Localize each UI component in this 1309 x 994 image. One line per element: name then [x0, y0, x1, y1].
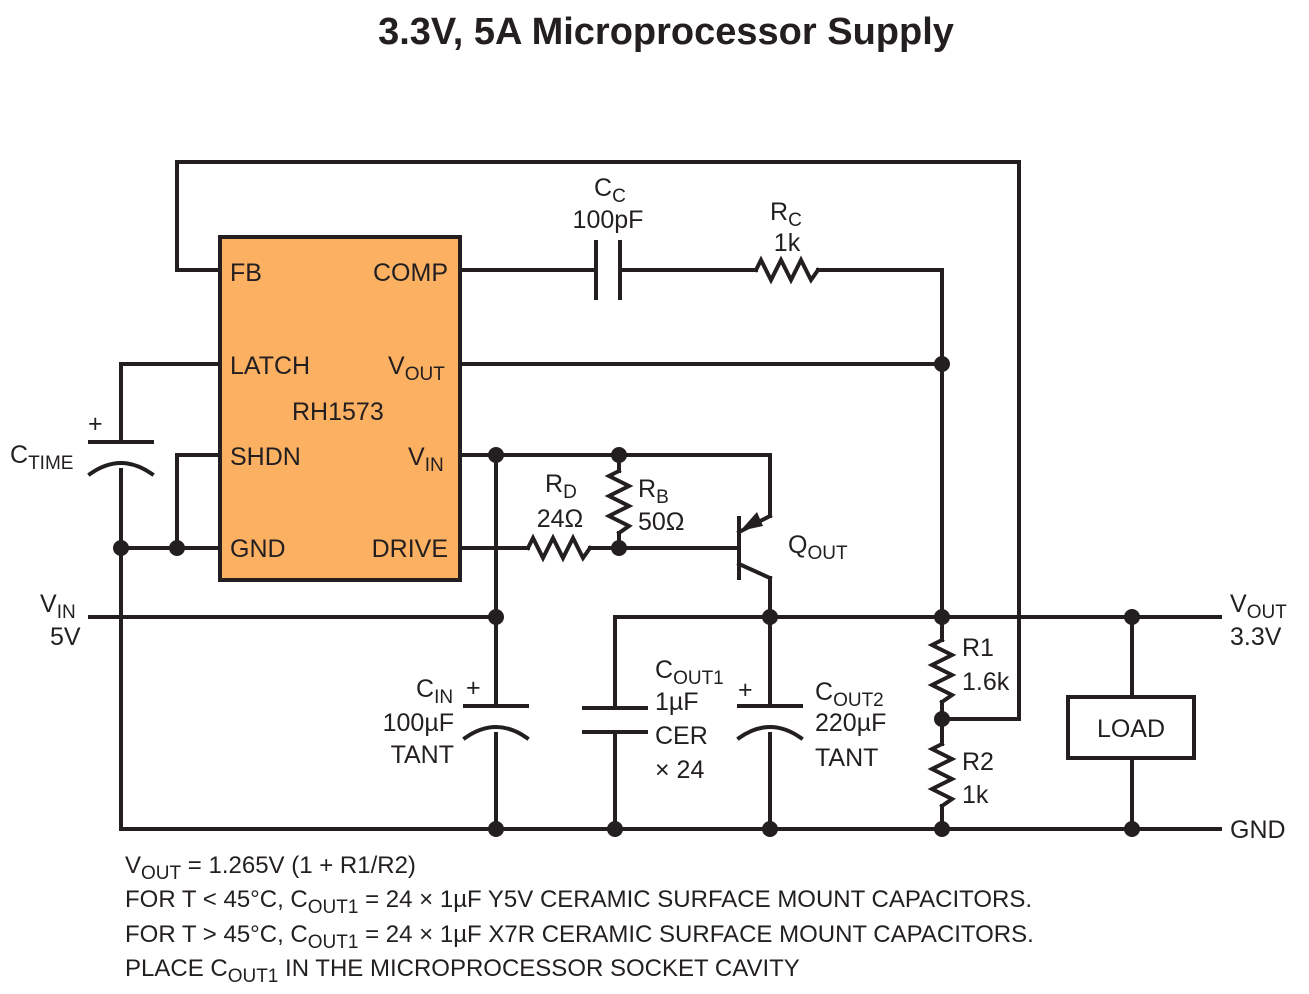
r1-value: 1.6k [962, 668, 1010, 696]
note-line-2: FOR T < 45°C, COUT1 = 24 × 1µF Y5V CERAM… [125, 886, 1032, 918]
cc-capacitor: CC 100pF [573, 174, 644, 300]
gnd-rail-label: GND [1230, 816, 1286, 844]
ctime-plus: + [88, 410, 103, 438]
ic-pin-vin: VIN [408, 443, 444, 476]
rd-resistor: RD 24Ω [525, 470, 593, 563]
rd-label: RD [545, 470, 577, 503]
notes: VOUT = 1.265V (1 + R1/R2) FOR T < 45°C, … [125, 852, 1034, 987]
ic-pin-latch: LATCH [230, 352, 310, 380]
r2-value: 1k [962, 781, 989, 809]
cout2-plus: + [738, 676, 753, 704]
ic-pin-fb: FB [230, 259, 262, 287]
vin-rail-value: 5V [50, 623, 81, 651]
ic-pin-drive: DRIVE [372, 535, 448, 563]
rb-value: 50Ω [638, 508, 685, 536]
vout-rail-label: VOUT [1230, 590, 1287, 623]
cin-plus: + [466, 674, 481, 702]
cout2-type: TANT [815, 744, 878, 772]
cout1-count: × 24 [655, 756, 704, 784]
cout2-label: COUT2 [815, 678, 884, 711]
cout1-label: COUT1 [655, 656, 724, 689]
ic-pin-vout: VOUT [388, 352, 445, 385]
load-label: LOAD [1097, 715, 1165, 743]
cc-label: CC [594, 174, 626, 207]
ctime-capacitor: + CTIME [10, 410, 155, 477]
rd-value: 24Ω [537, 505, 584, 533]
r1-label: R1 [962, 634, 994, 662]
ctime-label: CTIME [10, 441, 73, 474]
vin-rail-label: VIN [40, 590, 76, 623]
rb-label: RB [638, 475, 669, 508]
ic-pin-gnd: GND [230, 535, 286, 563]
rb-resistor: RB 50Ω [604, 468, 685, 536]
qout-transistor: QOUT [736, 512, 848, 581]
rc-resistor: RC 1k [753, 198, 821, 285]
cin-capacitor: + CIN 100µF TANT [383, 674, 530, 769]
r2-label: R2 [962, 748, 994, 776]
ic-part-name: RH1573 [292, 398, 384, 426]
cout1-value: 1µF [655, 688, 699, 716]
page-title: 3.3V, 5A Microprocessor Supply [378, 11, 954, 53]
cout1-capacitor: COUT1 1µF CER × 24 [582, 656, 724, 784]
note-line-1: VOUT = 1.265V (1 + R1/R2) [125, 852, 416, 884]
ic-pin-comp: COMP [373, 259, 448, 287]
cin-value: 100µF [383, 709, 454, 737]
note-line-4: PLACE COUT1 IN THE MICROPROCESSOR SOCKET… [125, 955, 800, 987]
cin-label: CIN [416, 675, 453, 708]
r2-resistor: R2 1k [927, 741, 994, 809]
rh1573-ic: FB COMP LATCH VOUT RH1573 SHDN VIN GND D… [218, 235, 462, 582]
r1-resistor: R1 1.6k [927, 634, 1010, 705]
junction-dots [113, 356, 1140, 837]
qout-label: QOUT [788, 531, 848, 564]
ic-body [218, 235, 462, 582]
wires [88, 160, 1222, 831]
rc-value: 1k [774, 229, 801, 257]
cc-value: 100pF [573, 206, 644, 234]
cout1-type: CER [655, 722, 708, 750]
vout-rail-value: 3.3V [1230, 623, 1282, 651]
load-block: LOAD [1066, 695, 1196, 760]
cout2-value: 220µF [815, 709, 886, 737]
note-line-3: FOR T > 45°C, COUT1 = 24 × 1µF X7R CERAM… [125, 921, 1034, 953]
cin-type: TANT [391, 741, 454, 769]
cout2-capacitor: + COUT2 220µF TANT [736, 676, 886, 772]
rc-label: RC [770, 198, 802, 231]
ic-pin-shdn: SHDN [230, 443, 301, 471]
